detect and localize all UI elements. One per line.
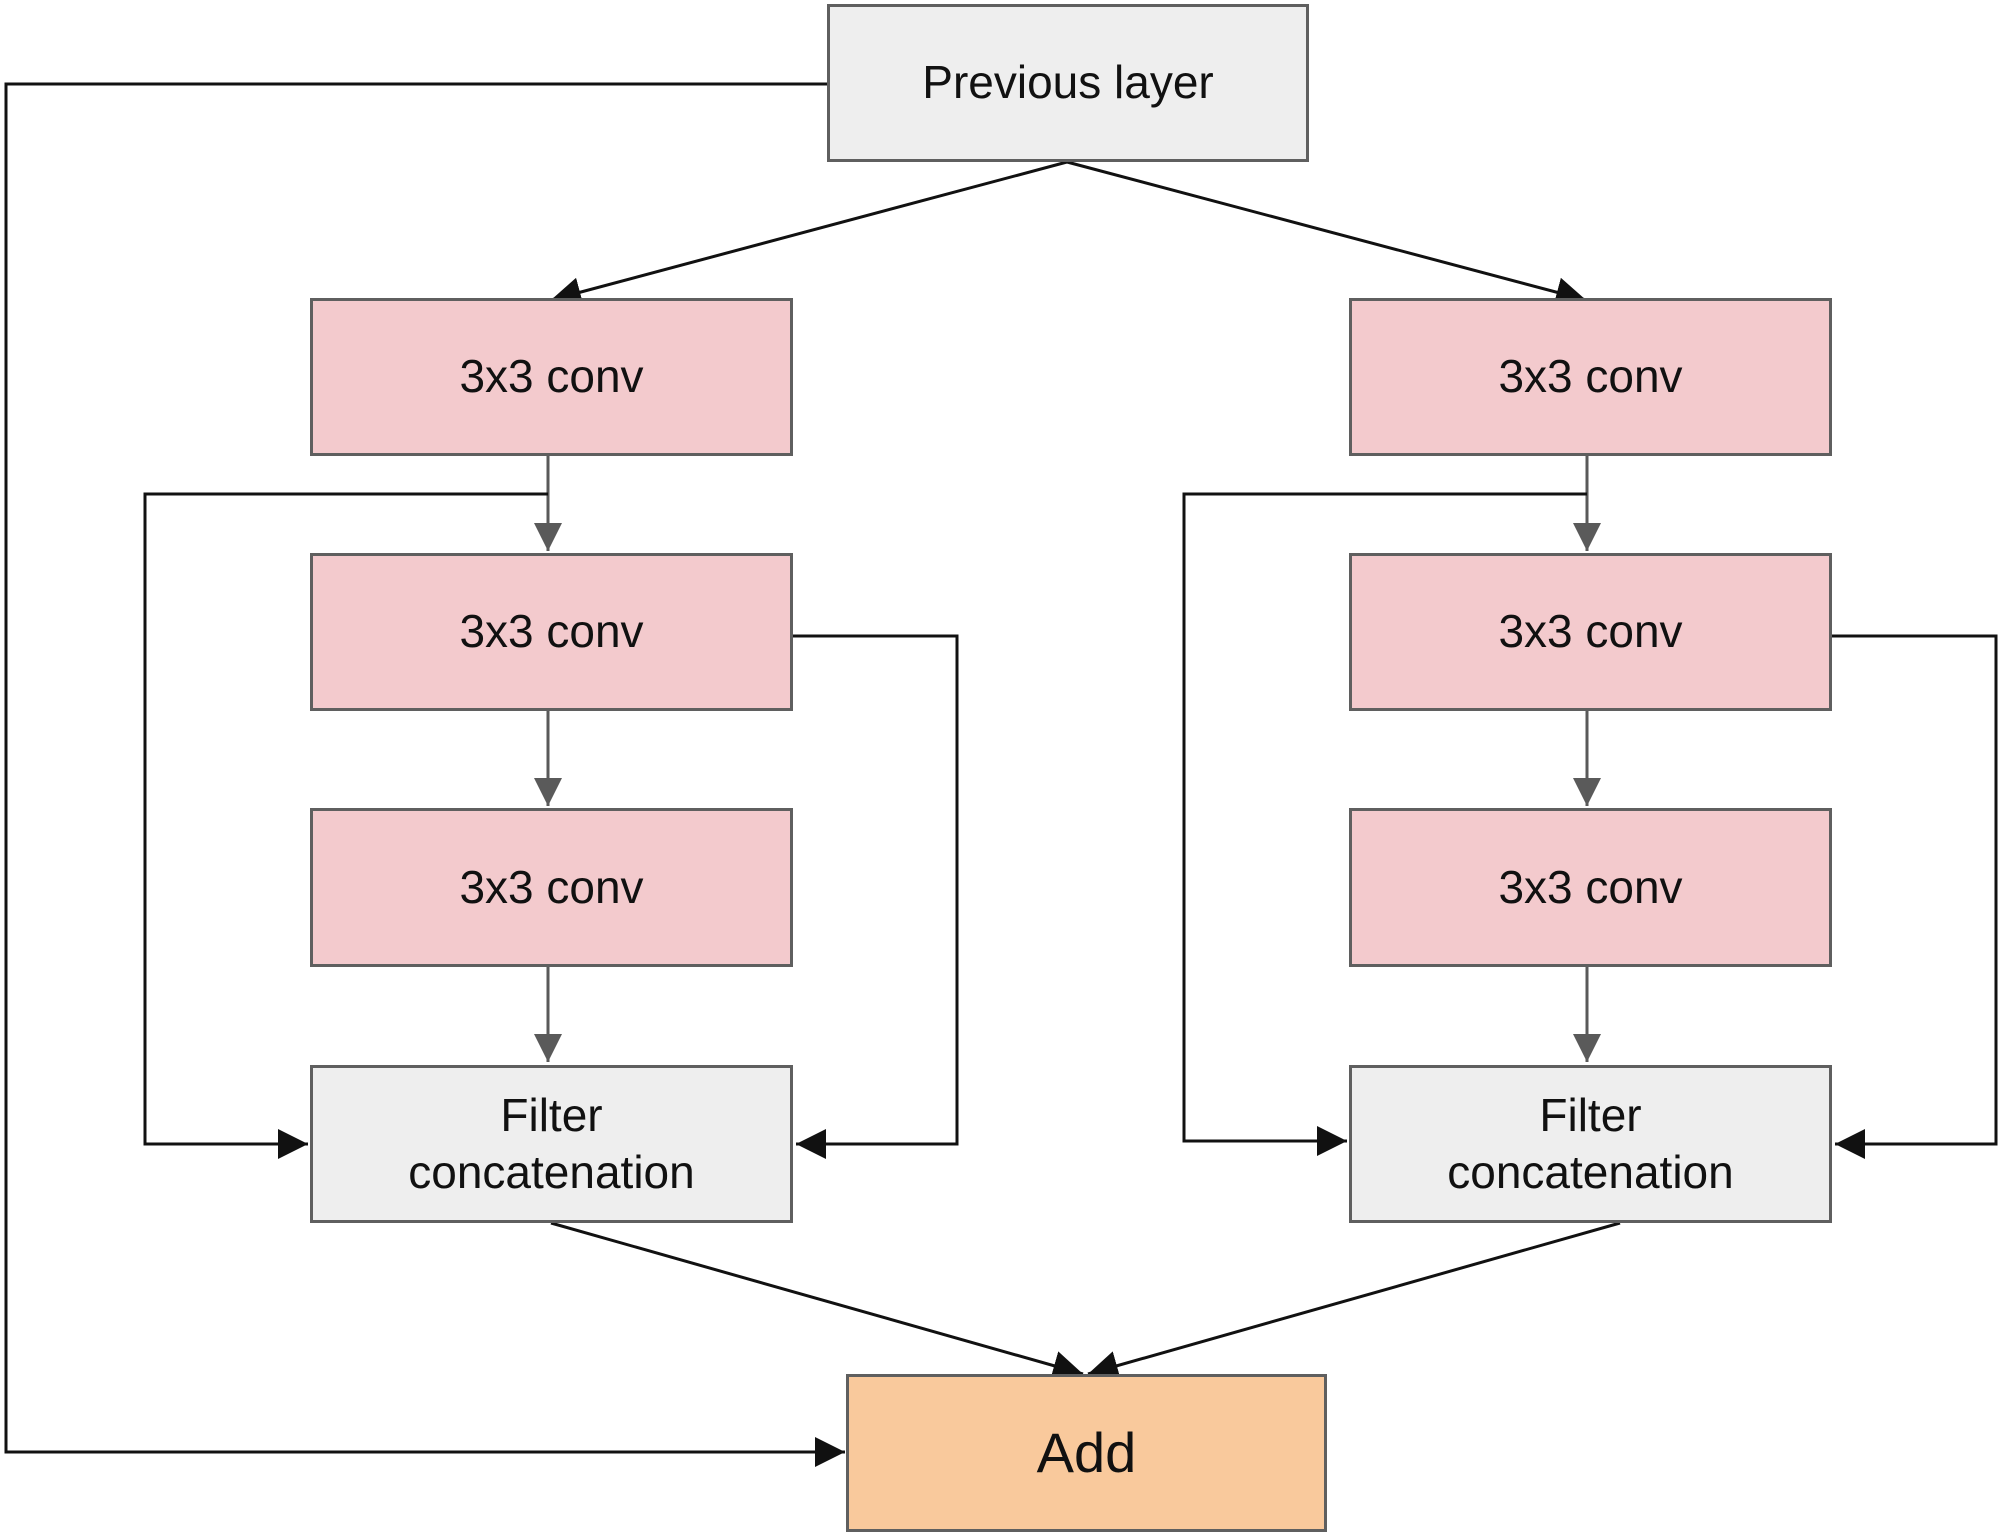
edge-right-conv2-to-concat [1832,634,1998,1159]
edge-prev-to-left-conv1 [550,160,1068,307]
left-filter-concat-box: Filter concatenation [310,1065,793,1223]
left-conv-3-box: 3x3 conv [310,808,793,967]
edge-prev-to-right-conv1 [1066,160,1587,307]
left-conv-1-label: 3x3 conv [459,350,644,403]
right-conv-3-label: 3x3 conv [1498,860,1683,913]
previous-layer-box: Previous layer [827,4,1309,162]
left-filter-concat-label-line1: Filter [500,1088,603,1141]
right-filter-concat-label-line1: Filter [1539,1088,1642,1141]
right-conv-2-label: 3x3 conv [1498,605,1683,658]
edge-right-concat-to-add [1087,1221,1621,1381]
left-conv-2-box: 3x3 conv [310,553,793,711]
left-filter-concat-label-line2: concatenation [408,1146,695,1198]
right-conv-1-box: 3x3 conv [1349,298,1832,456]
edge-left-conv2-to-concat [793,634,959,1159]
add-box: Add [846,1374,1327,1532]
right-conv-2-box: 3x3 conv [1349,553,1832,711]
left-conv-3-label: 3x3 conv [459,860,644,913]
edge-skip-prev-to-add [4,82,845,1467]
edge-left-concat-to-add [550,1221,1084,1381]
right-conv-3-box: 3x3 conv [1349,808,1832,967]
left-conv-1-box: 3x3 conv [310,298,793,456]
add-label: Add [1036,1421,1137,1484]
right-conv-1-label: 3x3 conv [1498,350,1683,403]
edge-left-conv1-to-concat [143,492,548,1159]
right-filter-concat-box: Filter concatenation [1349,1065,1832,1223]
previous-layer-label: Previous layer [922,56,1214,109]
edge-right-conv1-to-concat [1182,492,1587,1156]
right-filter-concat-label-line2: concatenation [1447,1146,1734,1198]
left-conv-2-label: 3x3 conv [459,605,644,658]
